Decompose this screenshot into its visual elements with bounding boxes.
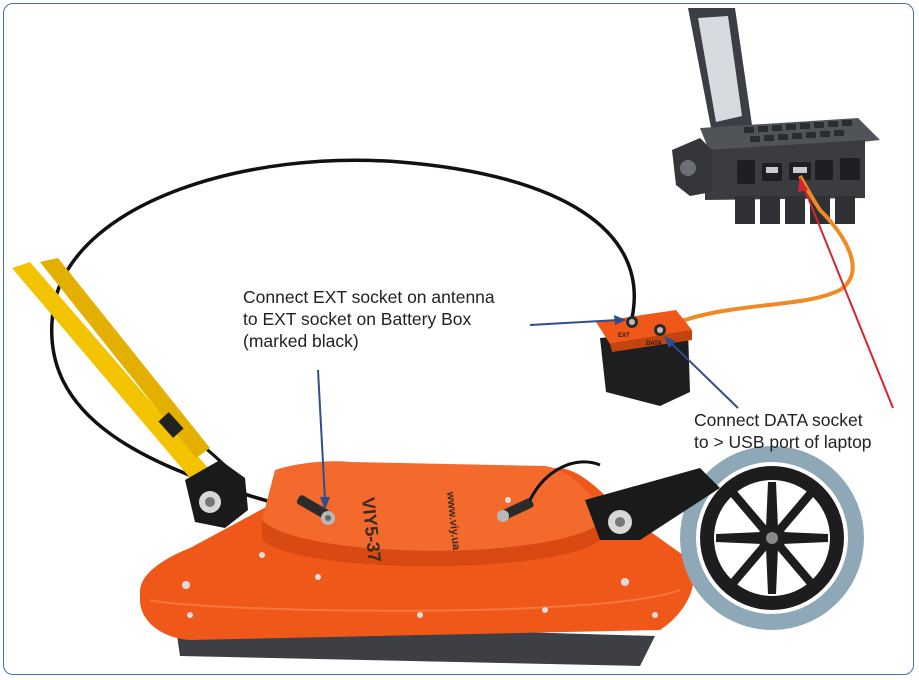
antenna-ext-socket xyxy=(296,495,335,525)
usb-port-1 xyxy=(766,167,778,173)
pointer-data-battery xyxy=(669,341,739,409)
yellow-handle-pole xyxy=(12,262,208,478)
laptop xyxy=(672,8,880,224)
ext-cable xyxy=(49,158,636,512)
pointer-ext-antenna xyxy=(317,369,326,501)
data-socket-label: DATA xyxy=(646,341,662,347)
battery-box: EXT DATA xyxy=(596,310,692,406)
callout-data-instructions: Connect DATA socket to > USB port of lap… xyxy=(694,410,872,452)
odometer-wheel xyxy=(585,446,864,630)
antenna-wheel-connector xyxy=(497,498,534,522)
survey-handle xyxy=(12,258,248,528)
gpr-antenna: VIY5-37 www.viy.ua xyxy=(140,460,694,666)
callout-ext-instructions: Connect EXT socket on antenna to EXT soc… xyxy=(243,287,495,351)
pointer-usb-laptop xyxy=(802,184,894,409)
callout-pointers xyxy=(317,177,894,510)
usb-cable xyxy=(659,175,855,332)
usb-port-laptop xyxy=(793,167,807,173)
battery-data-socket xyxy=(654,324,666,336)
ext-socket-label: EXT xyxy=(618,333,630,339)
battery-ext-socket xyxy=(626,316,638,328)
pointer-ext-battery xyxy=(529,319,619,326)
laptop-port-panel xyxy=(705,140,865,200)
